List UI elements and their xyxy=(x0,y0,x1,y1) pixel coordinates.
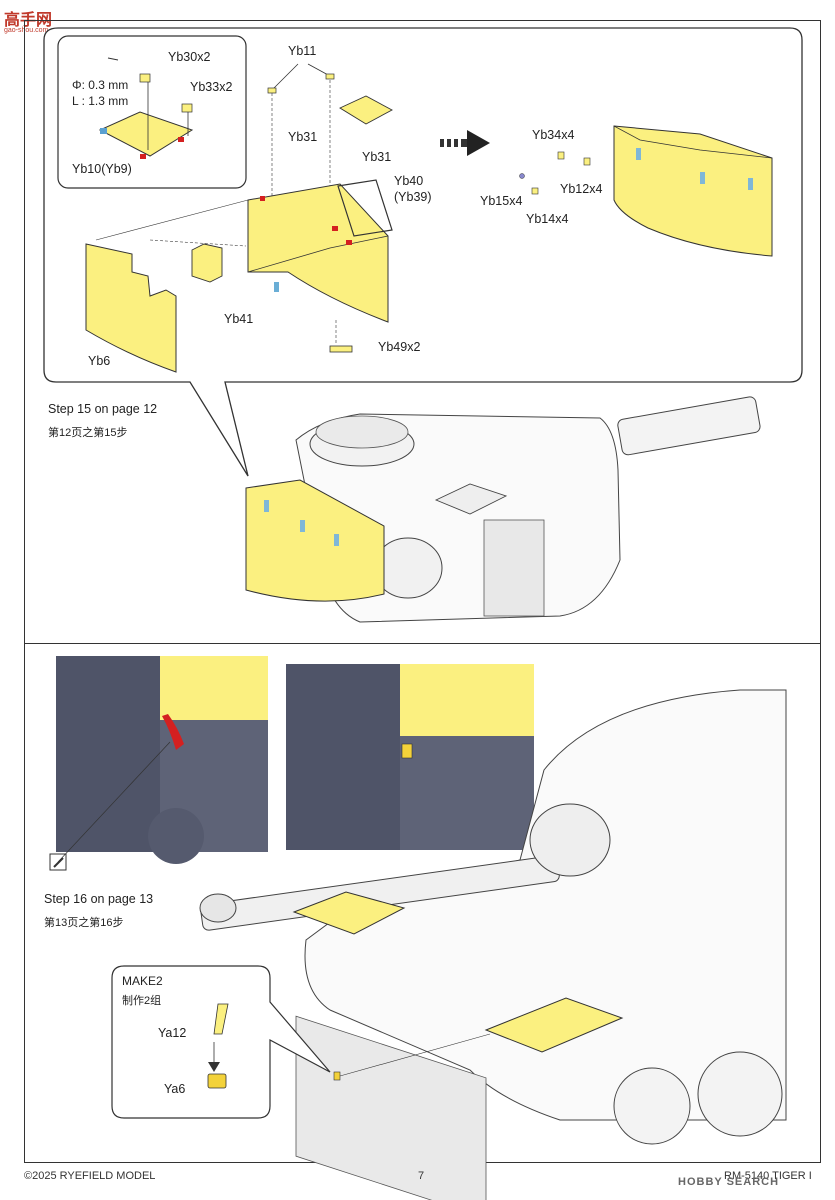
watermark-url: gao-shou.com xyxy=(4,27,49,34)
make2-label-cn: 制作2组 xyxy=(122,995,162,1007)
mantlet xyxy=(529,803,611,877)
yb10-plate xyxy=(98,111,194,157)
section-divider xyxy=(24,643,821,644)
footer-copyright: ©2025 RYEFIELD MODEL xyxy=(24,1170,156,1182)
footer-product: RM-5140 TIGER I xyxy=(724,1170,812,1182)
dimension-phi: Φ: 0.3 mm xyxy=(72,78,129,92)
yb11-plate xyxy=(339,95,393,125)
part-label-yb49: Yb49x2 xyxy=(378,340,421,354)
part-label-yb6: Yb6 xyxy=(88,354,111,368)
step15-title-cn: 第12页之第15步 xyxy=(48,427,128,439)
turret-bin-installed xyxy=(245,479,385,602)
part-label-yb15: Yb15x4 xyxy=(480,194,523,208)
part-label-yb10: Yb10(Yb9) xyxy=(72,162,132,176)
part-label-yb39: (Yb39) xyxy=(394,190,432,204)
make2-callout xyxy=(111,965,331,1119)
part-label-ya6: Ya6 xyxy=(164,1082,186,1096)
right-fender xyxy=(484,997,624,1053)
part-label-yb40: Yb40 xyxy=(394,174,424,188)
dimension-length: L : 1.3 mm xyxy=(72,94,129,108)
yb40-frame xyxy=(337,179,393,237)
part-label-ya12: Ya12 xyxy=(158,1026,187,1040)
part-label-yb34: Yb34x4 xyxy=(532,128,575,142)
part-label-yb31-a: Yb31 xyxy=(288,130,318,144)
yb6-panel xyxy=(85,243,177,373)
part-label-yb33: Yb33x2 xyxy=(190,80,233,94)
part-label-yb30: Yb30x2 xyxy=(168,50,211,64)
tank-hull xyxy=(304,689,787,1121)
yb41-box xyxy=(191,243,223,283)
step16-title-cn: 第13页之第16步 xyxy=(44,917,124,929)
spare-track-links xyxy=(483,519,545,617)
part-label-yb12: Yb12x4 xyxy=(560,182,603,196)
finished-bin xyxy=(613,125,773,257)
part-label-yb41: Yb41 xyxy=(224,312,254,326)
footer-source-watermark: HOBBY SEARCH xyxy=(678,1176,780,1188)
bin-assembly xyxy=(247,183,389,323)
step15-title: Step 15 on page 12 xyxy=(48,402,158,416)
red-highlight xyxy=(162,714,184,750)
yb10-clip xyxy=(100,128,107,134)
callout-bubble xyxy=(43,27,803,477)
inset-box xyxy=(57,35,247,189)
part-label-yb11: Yb11 xyxy=(288,44,317,58)
ya6-part xyxy=(207,1073,227,1089)
assembly-arrow xyxy=(467,130,490,156)
make2-label: MAKE2 xyxy=(122,974,163,988)
footer-page-number: 7 xyxy=(418,1170,425,1182)
track xyxy=(295,1015,487,1200)
part-label-yb31-b: Yb31 xyxy=(362,150,392,164)
left-fender xyxy=(292,891,406,935)
step16-title: Step 16 on page 13 xyxy=(44,892,154,906)
yb49-part xyxy=(329,345,353,353)
part-label-yb14: Yb14x4 xyxy=(526,212,569,226)
ya12-part xyxy=(213,1003,229,1035)
gun-barrel xyxy=(617,396,761,456)
